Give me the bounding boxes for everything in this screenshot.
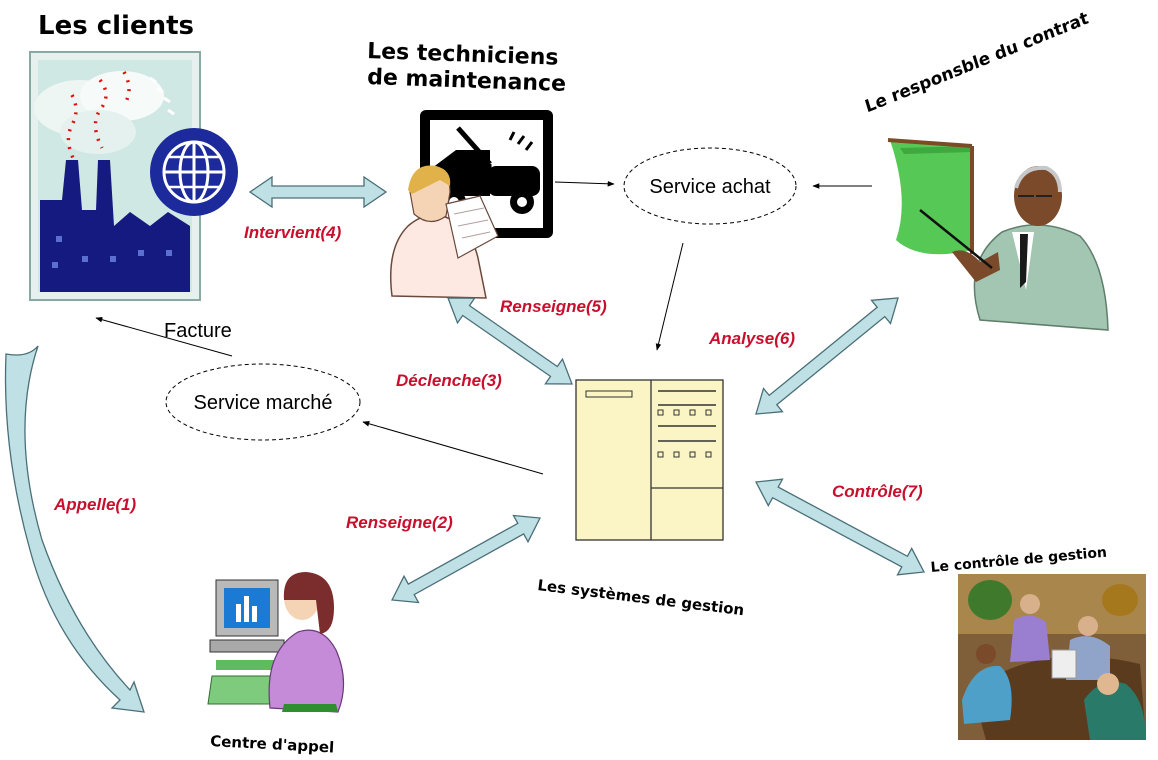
globe-icon <box>150 128 238 216</box>
declenche-label: Déclenche(3) <box>396 371 502 390</box>
server-cabinet-icon <box>575 379 724 541</box>
clients-title: Les clients <box>38 11 194 41</box>
arrow-systems-control <box>754 478 926 576</box>
arrow-marche-to-clients <box>95 316 233 357</box>
facture-label: Facture <box>164 320 232 342</box>
service-achat-label: Service achat <box>649 176 771 198</box>
appelle-label: Appelle(1) <box>53 495 137 514</box>
arrow-achat-to-systems <box>655 242 684 351</box>
service-marche-ellipse <box>165 363 361 441</box>
presenter-icon <box>887 138 1109 331</box>
contract-manager-title: Le responsble du contrat <box>863 8 1091 117</box>
arrow-clients-technicians <box>248 175 388 209</box>
call-center-title: Centre d'appel <box>210 732 335 756</box>
service-marche-label: Service marché <box>194 392 333 414</box>
technician-person-icon <box>389 165 499 299</box>
tow-truck-icon <box>420 110 553 238</box>
management-systems-title: Les systèmes de gestion <box>537 576 746 619</box>
meeting-photo-icon <box>958 574 1146 740</box>
double-arrows-group <box>248 175 926 604</box>
arrow-technicians-to-achat <box>554 180 615 187</box>
intervient-label: Intervient(4) <box>244 223 342 242</box>
renseigne-5-label: Renseigne(5) <box>500 297 607 316</box>
arrow-systems-contract <box>755 297 899 415</box>
arrow-appelle-curved <box>4 345 145 713</box>
renseigne-2-label: Renseigne(2) <box>346 513 453 532</box>
arrow-systems-to-marche <box>362 421 544 475</box>
controle-label: Contrôle(7) <box>832 482 923 501</box>
call-center-operator-icon <box>207 572 345 713</box>
service-achat-ellipse <box>623 147 797 225</box>
management-control-title: Le contrôle de gestion <box>930 545 1108 576</box>
arrow-systems-callcenter <box>390 514 542 604</box>
analyse-label: Analyse(6) <box>708 329 795 348</box>
arrow-technicians-systems <box>447 297 573 385</box>
